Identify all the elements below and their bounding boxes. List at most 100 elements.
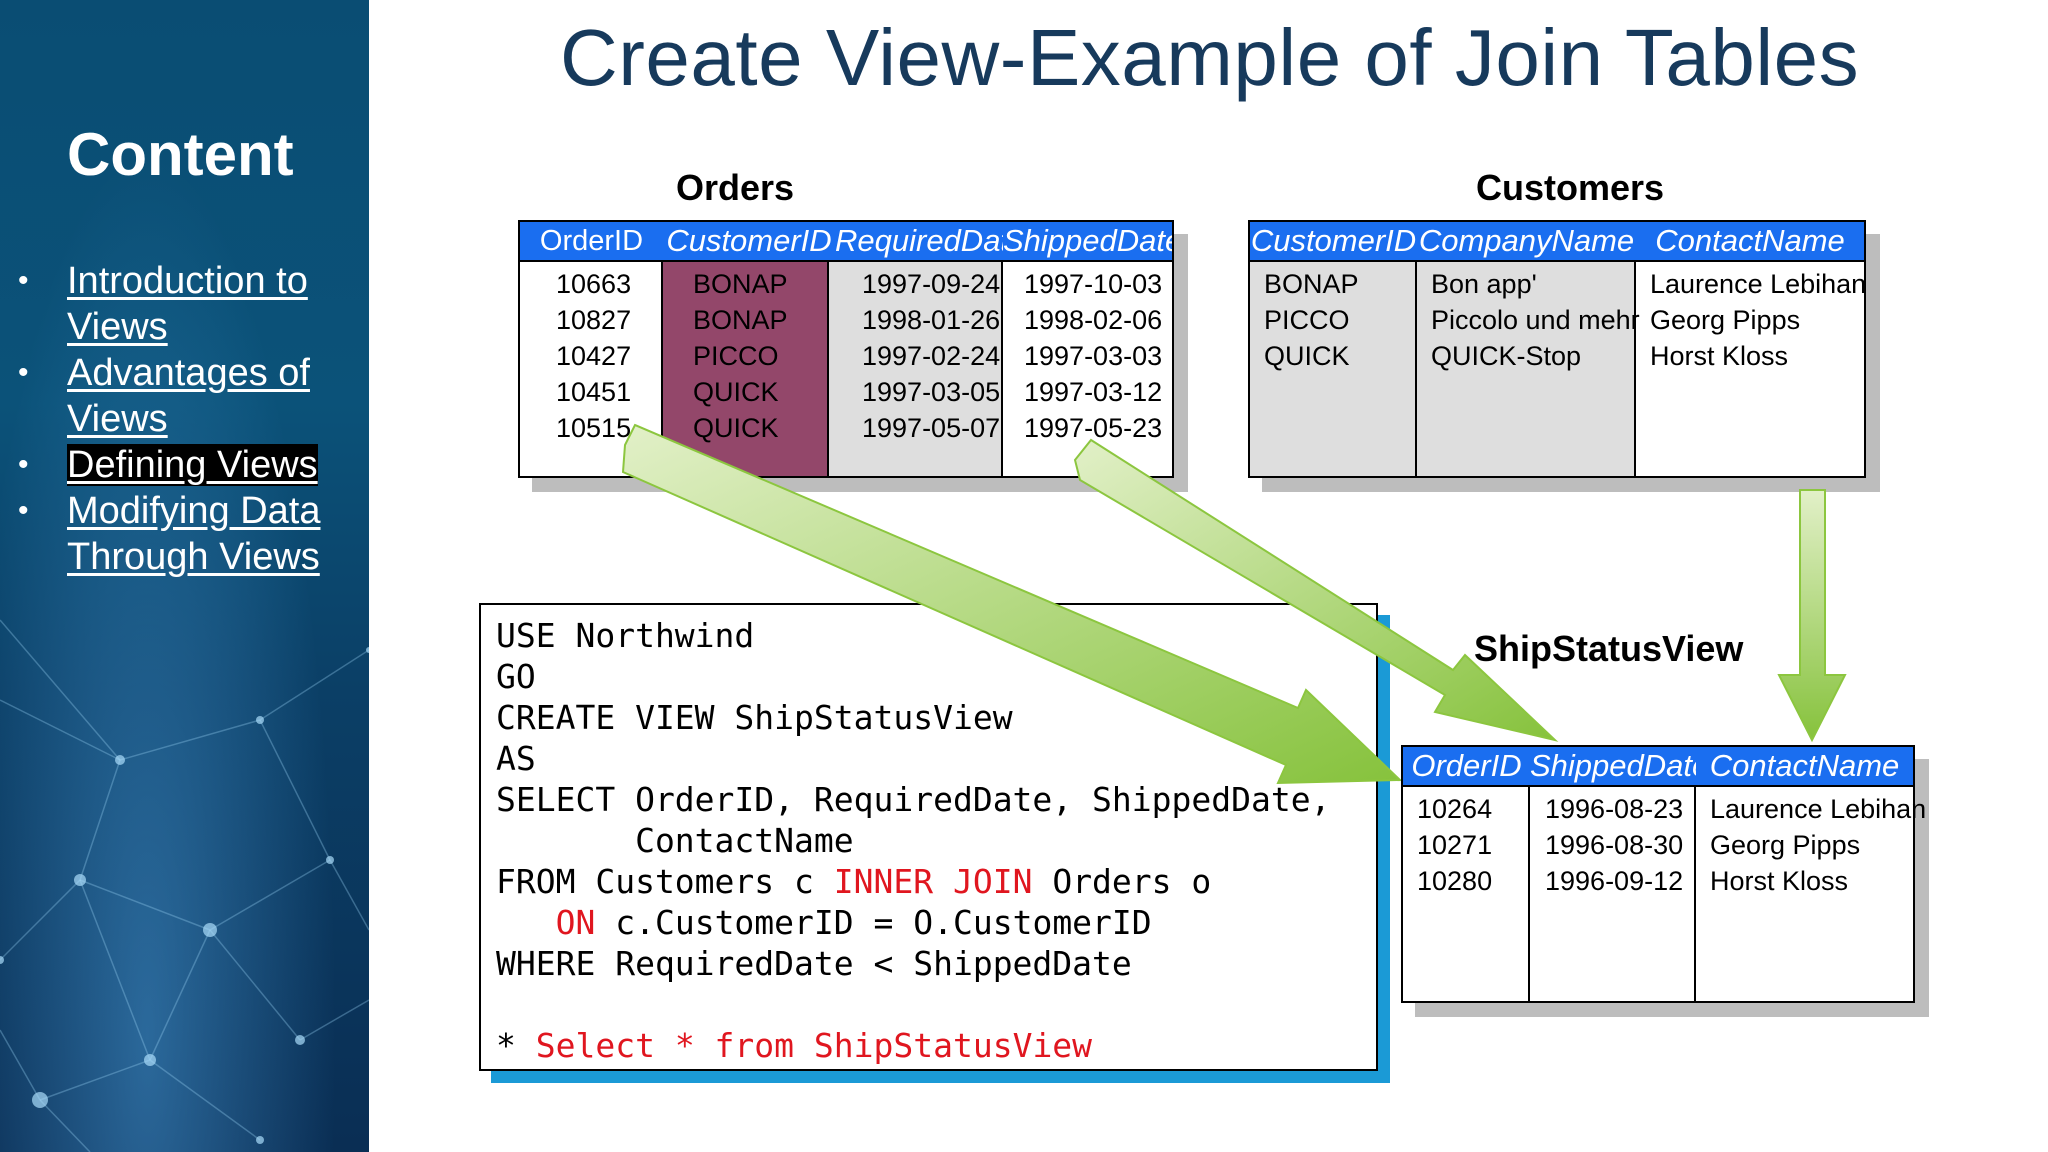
cell: 1997-09-24	[862, 269, 1001, 299]
customers-header-companyname: CompanyName	[1418, 223, 1635, 258]
cell: Horst Kloss	[1710, 866, 1849, 896]
nav-link-modifying-data-through-views[interactable]: Modifying Data Through Views	[67, 490, 321, 578]
cell: Laurence Lebihan	[1710, 794, 1927, 824]
bullet-icon: •	[18, 448, 29, 481]
code-line: *	[496, 1026, 536, 1065]
view-header-orderid: OrderID	[1411, 748, 1522, 783]
customers-col-customerid: BONAP PICCO QUICK	[1250, 262, 1417, 476]
nav-item-modifying: • Modifying Data Through Views	[18, 488, 363, 580]
code-line: ContactName	[496, 821, 854, 860]
sidebar: Content • Introduction to Views • Advantag…	[0, 0, 369, 1152]
cell: 10515	[556, 413, 632, 443]
bullet-icon: •	[18, 264, 29, 297]
cell: 10264	[1417, 794, 1493, 824]
cell: BONAP	[693, 305, 788, 335]
sidebar-heading: Content	[67, 121, 294, 188]
code-line: WHERE RequiredDate < ShippedDate	[496, 944, 1132, 983]
cell: QUICK	[693, 413, 779, 443]
cell: Horst Kloss	[1650, 341, 1789, 371]
cell: Bon app'	[1431, 269, 1537, 299]
network-background-graphic	[0, 619, 369, 1152]
code-keyword: INNER JOIN	[833, 862, 1033, 901]
cell: 1996-08-30	[1545, 830, 1684, 860]
code-line: c.CustomerID = O.CustomerID	[595, 903, 1152, 942]
cell: 1997-03-03	[1024, 341, 1163, 371]
code-line: FROM Customers c	[496, 862, 834, 901]
code-line: AS	[496, 739, 536, 778]
bullet-icon: •	[18, 356, 29, 389]
code-line: USE Northwind	[496, 616, 755, 655]
orders-header-orderid: OrderID	[539, 225, 644, 257]
cell: 1996-08-23	[1545, 794, 1684, 824]
code-line: CREATE VIEW ShipStatusView	[496, 698, 1013, 737]
cell: 10663	[556, 269, 632, 299]
cell: 1997-02-24	[862, 341, 1001, 371]
code-line: GO	[496, 657, 536, 696]
cell: Piccolo und mehr	[1431, 305, 1640, 335]
cell: 10271	[1417, 830, 1493, 860]
code-keyword: ON	[555, 903, 596, 942]
view-header-row: OrderID ShippedDate ContactName	[1403, 747, 1913, 787]
orders-table: OrderID CustomerID RequiredDate ShippedD…	[518, 220, 1174, 478]
page-title: Create View-Example of Join Tables	[560, 13, 1860, 102]
orders-header-customerid: CustomerID	[666, 223, 832, 258]
sql-code: USE Northwind GO CREATE VIEW ShipStatusV…	[496, 615, 1330, 1066]
cell: 1997-05-23	[1024, 413, 1163, 443]
orders-table-label: Orders	[676, 167, 795, 208]
customers-col-contactname: Laurence Lebihan Georg Pipps Horst Kloss	[1636, 262, 1867, 476]
orders-header-shippeddate: ShippedDate	[1003, 223, 1172, 258]
nav-link-defining-views[interactable]: Defining Views	[67, 444, 318, 486]
customers-header-contactname: ContactName	[1655, 223, 1845, 258]
cell: 10280	[1417, 866, 1493, 896]
view-header-contactname: ContactName	[1709, 748, 1900, 783]
customers-header-customerid: CustomerID	[1250, 223, 1417, 258]
view-header-shippeddate: ShippedDate	[1530, 748, 1696, 783]
cell: BONAP	[693, 269, 788, 299]
cell: PICCO	[693, 341, 779, 371]
code-line: SELECT OrderID, RequiredDate, ShippedDat…	[496, 780, 1331, 819]
sidebar-nav: • Introduction to Views • Advantages of Vi…	[18, 258, 363, 580]
nav-link-introduction-to-views[interactable]: Introduction to Views	[67, 260, 308, 348]
cell: 10451	[556, 377, 632, 407]
view-col-contactname: Laurence Lebihan Georg Pipps Horst Kloss	[1696, 787, 1927, 1001]
view-table-label: ShipStatusView	[1474, 628, 1744, 669]
view-col-orderid: 10264 10271 10280	[1403, 787, 1530, 1001]
shipstatusview-table: OrderID ShippedDate ContactName 10264 10…	[1401, 745, 1927, 1003]
nav-link-advantages-of-views[interactable]: Advantages of Views	[67, 352, 310, 440]
view-col-shippeddate: 1996-08-23 1996-08-30 1996-09-12	[1530, 787, 1696, 1001]
customers-col-companyname: Bon app' Piccolo und mehr QUICK-Stop	[1417, 262, 1640, 476]
cell: Laurence Lebihan	[1650, 269, 1867, 299]
cell: PICCO	[1264, 305, 1350, 335]
cell: 1997-10-03	[1024, 269, 1163, 299]
customers-table-label: Customers	[1476, 167, 1665, 208]
cell: 1998-02-06	[1024, 305, 1163, 335]
orders-col-requireddate: 1997-09-24 1998-01-26 1997-02-24 1997-03…	[829, 262, 1003, 476]
customers-table: CustomerID CompanyName ContactName BONAP…	[1248, 220, 1866, 478]
nav-item-defining: • Defining Views	[18, 442, 363, 488]
cell: Georg Pipps	[1650, 305, 1801, 335]
cell: 1997-05-07	[862, 413, 1001, 443]
nav-item-introduction: • Introduction to Views	[18, 258, 363, 350]
orders-col-customerid-highlighted: BONAP BONAP PICCO QUICK QUICK	[663, 262, 829, 476]
orders-header-requireddate: RequiredDate	[835, 223, 1003, 258]
orders-col-orderid: 10663 10827 10427 10451 10515	[520, 262, 663, 476]
cell: 10427	[556, 341, 632, 371]
code-line: Orders o	[1032, 862, 1212, 901]
bullet-icon: •	[18, 494, 29, 527]
code-select-query: Select * from ShipStatusView	[535, 1026, 1093, 1065]
cell: QUICK-Stop	[1431, 341, 1582, 371]
cell: 1998-01-26	[862, 305, 1001, 335]
arrow-contactname-icon	[1777, 489, 1847, 743]
sql-code-box: USE Northwind GO CREATE VIEW ShipStatusV…	[479, 603, 1378, 1071]
cell: Georg Pipps	[1710, 830, 1861, 860]
customers-header-row: CustomerID CompanyName ContactName	[1250, 222, 1864, 262]
orders-header-row: OrderID CustomerID RequiredDate ShippedD…	[520, 222, 1172, 262]
cell: BONAP	[1264, 269, 1359, 299]
cell: QUICK	[693, 377, 779, 407]
cell: 1996-09-12	[1545, 866, 1684, 896]
cell: 1997-03-12	[1024, 377, 1163, 407]
code-line	[496, 903, 556, 942]
cell: QUICK	[1264, 341, 1350, 371]
nav-item-advantages: • Advantages of Views	[18, 350, 363, 442]
cell: 1997-03-05	[862, 377, 1001, 407]
